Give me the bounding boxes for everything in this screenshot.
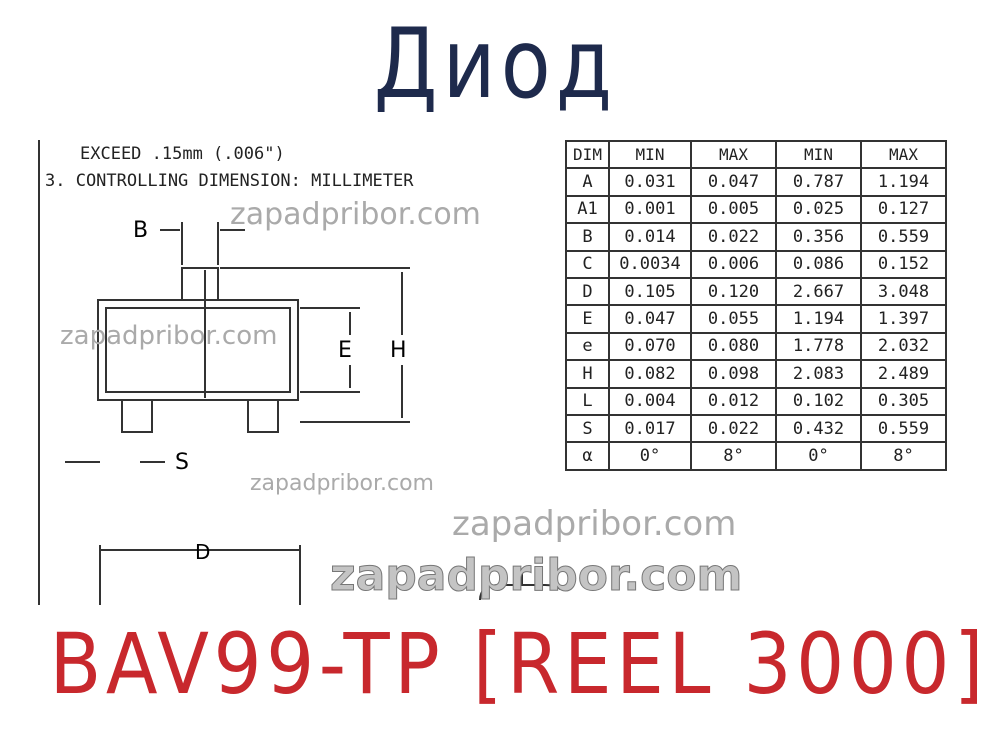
dim-label-e: E [338,338,352,363]
table-cell: 0.356 [775,222,862,252]
col-header: DIM [565,139,610,170]
table-cell: 0.080 [690,331,777,362]
col-header: MIN [775,139,862,170]
col-header: MIN [608,139,692,170]
watermark-large: zapadpribor.com [329,550,743,601]
border-line [38,140,40,605]
package-outline [65,222,560,605]
watermark: zapadpribor.com [60,321,278,351]
dim-label-b: B [133,218,149,243]
table-cell: 0.012 [690,386,777,416]
table-cell: A1 [565,194,610,225]
table-cell: 0.055 [690,304,777,334]
table-cell: 0.305 [860,386,947,416]
dim-label-s: S [175,450,189,475]
table-cell: 0.432 [775,413,862,444]
table-cell: 1.194 [775,304,862,334]
table-cell: 0.559 [860,413,947,444]
table-cell: 1.397 [860,304,947,334]
table-cell: 0.127 [860,194,947,225]
table-cell: 0.022 [690,413,777,444]
table-cell: C [565,249,610,279]
table-cell: 0.102 [775,386,862,416]
table-cell: 3.048 [860,276,947,307]
table-cell: 0.047 [608,304,692,334]
table-cell: α [565,441,610,471]
table-cell: 0.047 [690,167,777,197]
table-cell: D [565,276,610,307]
table-cell: 0.001 [608,194,692,225]
table-cell: 0.105 [608,276,692,307]
table-cell: e [565,331,610,362]
watermark: zapadpribor.com [250,471,434,496]
table-cell: 0° [775,441,862,471]
table-cell: E [565,304,610,334]
table-cell: H [565,359,610,389]
table-cell: 0.0034 [608,249,692,279]
table-cell: L [565,386,610,416]
watermark: zapadpribor.com [230,197,481,232]
table-cell: 1.194 [860,167,947,197]
table-cell: 8° [860,441,947,471]
table-cell: 0.098 [690,359,777,389]
table-cell: 1.778 [775,331,862,362]
table-cell: A [565,167,610,197]
table-cell: 0.031 [608,167,692,197]
table-cell: 0.120 [690,276,777,307]
table-cell: 2.032 [860,331,947,362]
table-cell: 0.070 [608,331,692,362]
dim-label-d: D [195,540,211,564]
table-cell: 0.005 [690,194,777,225]
table-cell: 0.559 [860,222,947,252]
note-line: 3. CONTROLLING DIMENSION: MILLIMETER [45,171,414,191]
table-cell: 2.489 [860,359,947,389]
table-cell: B [565,222,610,252]
watermark: zapadpribor.com [452,504,737,544]
col-header: MAX [860,139,947,170]
table-cell: 8° [690,441,777,471]
page-title: Диод [373,8,618,120]
table-cell: S [565,413,610,444]
table-cell: 0° [608,441,692,471]
part-number: BAV99-TP [REEL 3000] [49,615,988,713]
table-cell: 0.025 [775,194,862,225]
table-cell: 0.014 [608,222,692,252]
table-cell: 0.152 [860,249,947,279]
table-cell: 0.086 [775,249,862,279]
table-cell: 2.083 [775,359,862,389]
dim-label-h: H [390,338,407,363]
table-header-row: DIM MIN MAX MIN MAX [565,139,947,170]
table-cell: 0.787 [775,167,862,197]
table-cell: 2.667 [775,276,862,307]
table-cell: 0.017 [608,413,692,444]
note-line: EXCEED .15mm (.006") [80,144,285,164]
table-cell: 0.006 [690,249,777,279]
table-cell: 0.022 [690,222,777,252]
col-header: MAX [690,139,777,170]
table-cell: 0.082 [608,359,692,389]
table-cell: 0.004 [608,386,692,416]
